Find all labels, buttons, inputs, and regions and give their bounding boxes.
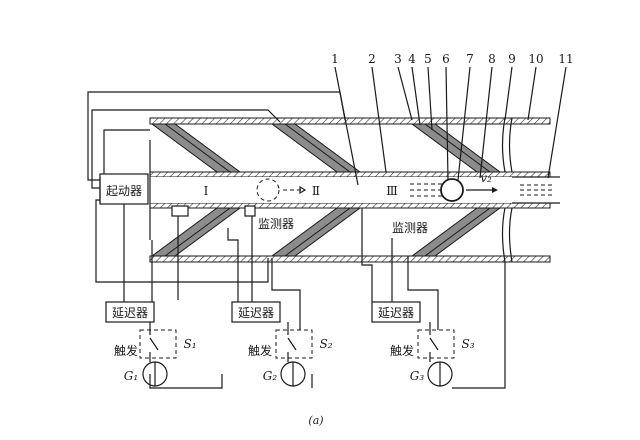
- switch-3-label: S₃: [461, 337, 474, 351]
- source-2-label: G₂: [263, 369, 278, 383]
- part-number-labels: 1 2 3 4 5 6 7 8 9 10 11: [331, 52, 574, 186]
- control-unit-2: 延迟器 触发 S₂ G₂: [231, 301, 333, 387]
- part-number-4: 4: [408, 52, 416, 66]
- trigger-1-label: 触发: [114, 343, 138, 358]
- stage-1-label: Ⅰ: [204, 184, 209, 198]
- part-number-1: 1: [331, 52, 339, 66]
- monitor-1-label: 监测器: [258, 217, 294, 231]
- projectile-dashed: [256, 178, 280, 202]
- trigger-3-label: 触发: [390, 343, 414, 358]
- coil-stage-2: [270, 123, 362, 257]
- part-number-11: 11: [558, 52, 573, 66]
- projectile: [440, 178, 464, 202]
- trigger-2-label: 触发: [248, 343, 272, 358]
- part-number-6: 6: [442, 52, 450, 66]
- control-unit-3: 延迟器 触发 S₃ G₃: [371, 301, 475, 387]
- part-number-10: 10: [528, 52, 543, 66]
- switch-2-label: S₂: [319, 337, 332, 351]
- barrel: [149, 117, 560, 263]
- coil-stage-1: [149, 123, 242, 257]
- control-unit-1: 延迟器 触发 S₁ G₁: [105, 301, 197, 387]
- wiring: [87, 91, 506, 389]
- part-number-7: 7: [466, 52, 474, 66]
- part-number-8: 8: [488, 52, 496, 66]
- source-3-label: G₃: [410, 369, 425, 383]
- delay-3-label: 延迟器: [378, 306, 414, 320]
- monitor-2-label: 监测器: [392, 221, 428, 235]
- stage-2-label: Ⅱ: [312, 184, 320, 198]
- switch-1-label: S₁: [183, 337, 196, 351]
- delay-2-label: 延迟器: [238, 306, 274, 320]
- starter-label: 起动器: [106, 184, 142, 198]
- coil-stage-3: [410, 123, 502, 257]
- delay-1-label: 延迟器: [112, 306, 148, 320]
- part-number-9: 9: [508, 52, 516, 66]
- source-1-label: G₁: [124, 369, 138, 383]
- figure-caption: (a): [308, 414, 323, 427]
- part-number-3: 3: [394, 52, 402, 66]
- velocity-label: v₂: [480, 171, 492, 185]
- part-number-5: 5: [424, 52, 432, 66]
- part-number-2: 2: [368, 52, 376, 66]
- starter-block: 起动器: [99, 173, 149, 205]
- stage-3-label: Ⅲ: [386, 184, 398, 198]
- projectile-path: Ⅰ Ⅱ Ⅲ v₂: [204, 171, 498, 202]
